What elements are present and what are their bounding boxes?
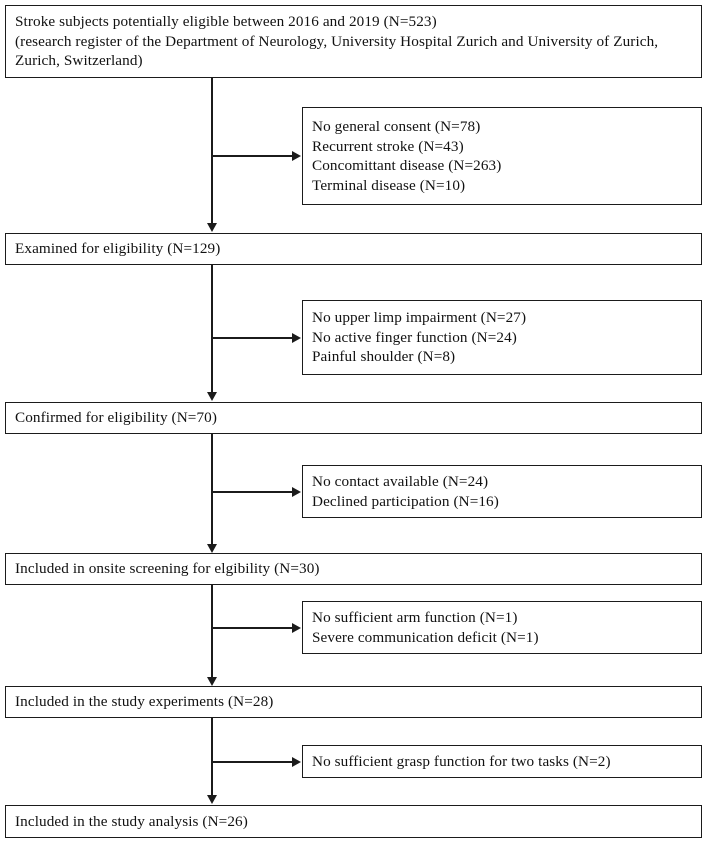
flow-node-study-experiments: Included in the study experiments (N=28) — [5, 686, 702, 718]
connector-spine-3 — [211, 434, 213, 546]
connector-spine-1 — [211, 78, 213, 225]
flow-node-line: Included in onsite screening for elgibil… — [15, 560, 320, 578]
flow-node-line: Stroke subjects potentially eligible bet… — [15, 13, 437, 31]
arrowhead-down-1 — [206, 223, 217, 232]
flow-node-line: No upper limp impairment (N=27) — [312, 309, 527, 327]
flow-node-line: Confirmed for eligibility (N=70) — [15, 409, 217, 427]
flow-node-line: No sufficient grasp function for two tas… — [312, 752, 611, 770]
arrowhead-right-4 — [292, 622, 301, 633]
flow-node-onsite-screening: Included in onsite screening for elgibil… — [5, 553, 702, 585]
flow-node-line: Terminal disease (N=10) — [312, 176, 466, 194]
flow-node-exclusion-5: No sufficient grasp function for two tas… — [302, 745, 702, 778]
arrowhead-down-5 — [206, 795, 217, 804]
flow-node-confirmed: Confirmed for eligibility (N=70) — [5, 402, 702, 434]
flow-node-line: Included in the study experiments (N=28) — [15, 693, 274, 711]
flow-node-line: Severe communication deficit (N=1) — [312, 628, 539, 646]
arrowhead-right-1 — [292, 150, 301, 161]
connector-branch-3 — [211, 491, 293, 493]
flow-node-exclusion-3: No contact available (N=24) Declined par… — [302, 465, 702, 518]
flow-node-examined: Examined for eligibility (N=129) — [5, 233, 702, 265]
flow-node-line: No sufficient arm function (N=1) — [312, 609, 518, 626]
flow-node-exclusion-4: No sufficient arm function (N=1) Severe … — [302, 601, 702, 654]
connector-branch-2 — [211, 337, 293, 339]
flow-node-line: Concomittant disease (N=263) — [312, 157, 502, 174]
connector-spine-4 — [211, 585, 213, 679]
flow-node-exclusion-1: No general consent (N=78) Recurrent stro… — [302, 107, 702, 205]
arrowhead-down-4 — [206, 677, 217, 686]
arrowhead-right-5 — [292, 756, 301, 767]
arrowhead-right-2 — [292, 332, 301, 343]
connector-spine-2 — [211, 265, 213, 394]
flow-node-line: (research register of the Department of … — [15, 32, 659, 70]
flow-node-exclusion-2: No upper limp impairment (N=27) No activ… — [302, 300, 702, 375]
connector-branch-1 — [211, 155, 293, 157]
arrowhead-down-3 — [206, 544, 217, 553]
arrowhead-right-3 — [292, 486, 301, 497]
flow-node-line: Declined participation (N=16) — [312, 492, 499, 510]
flow-node-line: No contact available (N=24) — [312, 473, 489, 490]
connector-spine-5 — [211, 718, 213, 797]
flow-node-study-analysis: Included in the study analysis (N=26) — [5, 805, 702, 838]
flow-node-line: Recurrent stroke (N=43) — [312, 137, 464, 155]
flow-node-line: Examined for eligibility (N=129) — [15, 240, 221, 258]
connector-branch-4 — [211, 627, 293, 629]
flow-node-line: Included in the study analysis (N=26) — [15, 812, 248, 830]
connector-branch-5 — [211, 761, 293, 763]
flow-node-line: No general consent (N=78) — [312, 118, 481, 135]
flow-node-eligible-pool: Stroke subjects potentially eligible bet… — [5, 5, 702, 78]
arrowhead-down-2 — [206, 392, 217, 401]
flow-node-line: Painful shoulder (N=8) — [312, 348, 456, 366]
flow-node-line: No active finger function (N=24) — [312, 328, 517, 346]
